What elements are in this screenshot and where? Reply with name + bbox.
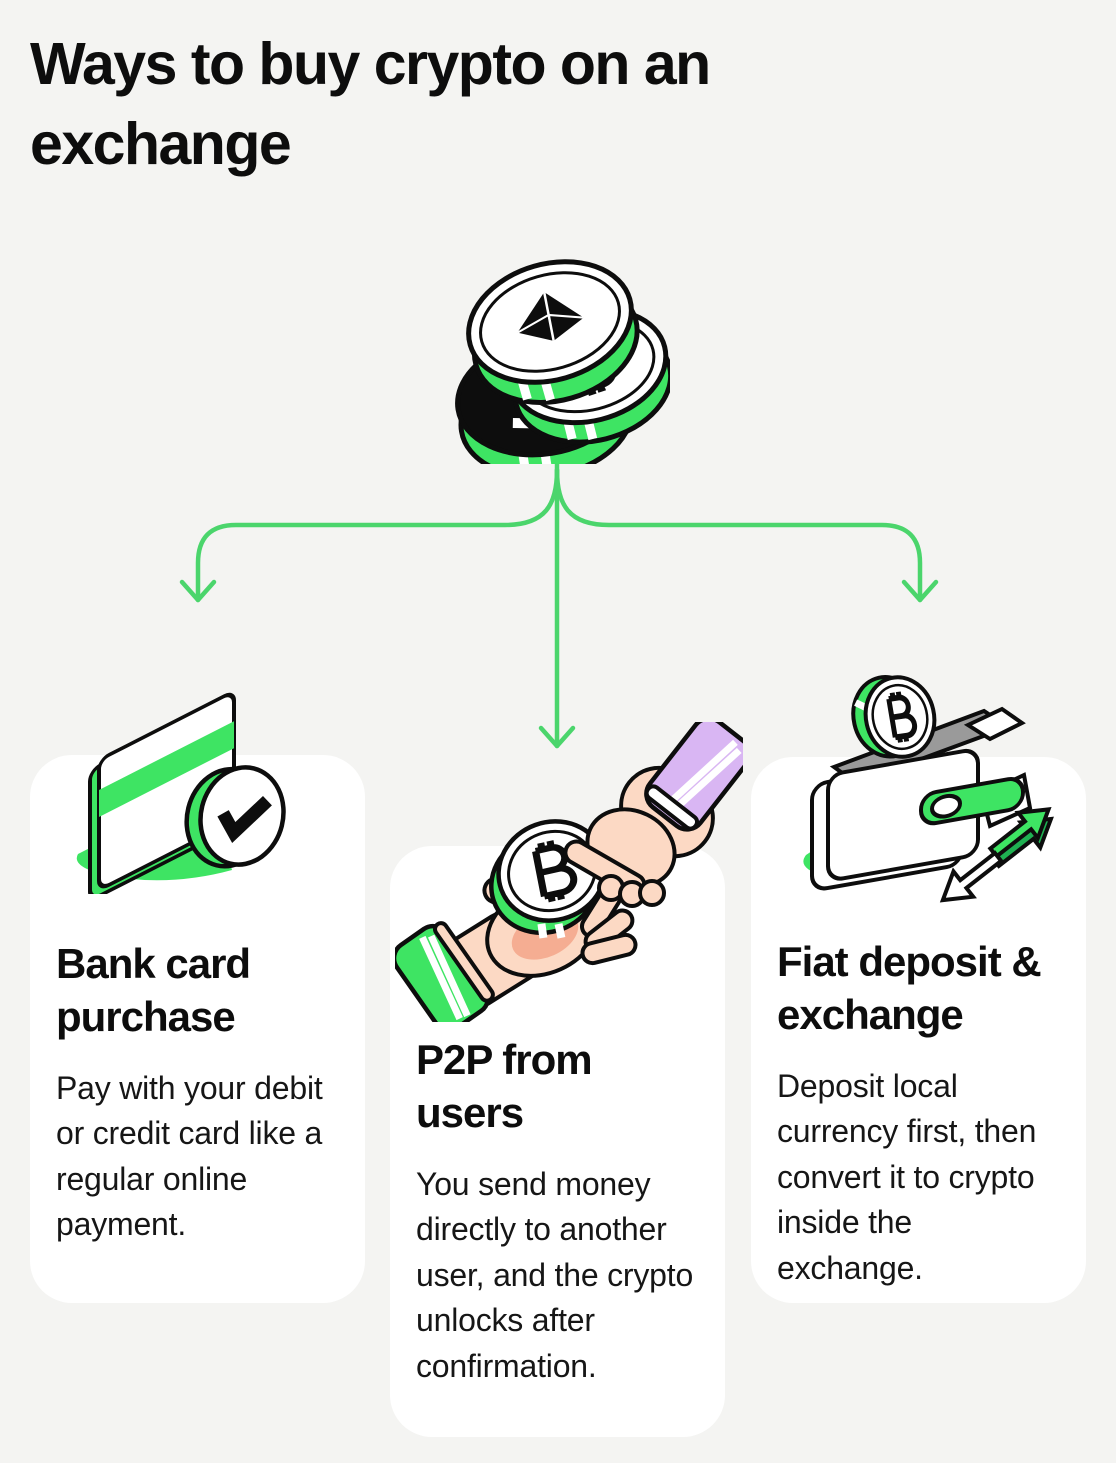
branch-arrows	[179, 457, 939, 749]
arrow-right	[554, 467, 923, 603]
card-heading: Bank card purchase	[56, 940, 251, 1040]
bitcoin-coin	[507, 306, 670, 445]
litecoin-coin	[455, 334, 635, 464]
card-p2p-from-users: P2P from users You send money directly t…	[390, 846, 725, 1437]
card-bank-card-purchase: Bank card purchase Pay with your debit o…	[30, 755, 365, 1303]
page-title: Ways to buy crypto on an exchange	[30, 31, 711, 178]
card-body: You send money directly to another user,…	[416, 1166, 694, 1384]
bitcoin-coin	[851, 675, 937, 759]
card-fiat-deposit-exchange: Fiat deposit & exchange Deposit local cu…	[751, 757, 1086, 1303]
card-body: Deposit local currency first, then conve…	[777, 1068, 1037, 1286]
card-heading: Fiat deposit & exchange	[777, 938, 1042, 1038]
lavender-cuff	[644, 722, 743, 832]
arrow-left	[195, 467, 560, 603]
crypto-coins-stack-icon	[455, 259, 670, 464]
card-heading: P2P from users	[416, 1036, 593, 1136]
card-body: Pay with your debit or credit card like …	[56, 1070, 323, 1243]
ethereum-coin	[466, 259, 640, 405]
ethereum-logo	[516, 291, 584, 342]
